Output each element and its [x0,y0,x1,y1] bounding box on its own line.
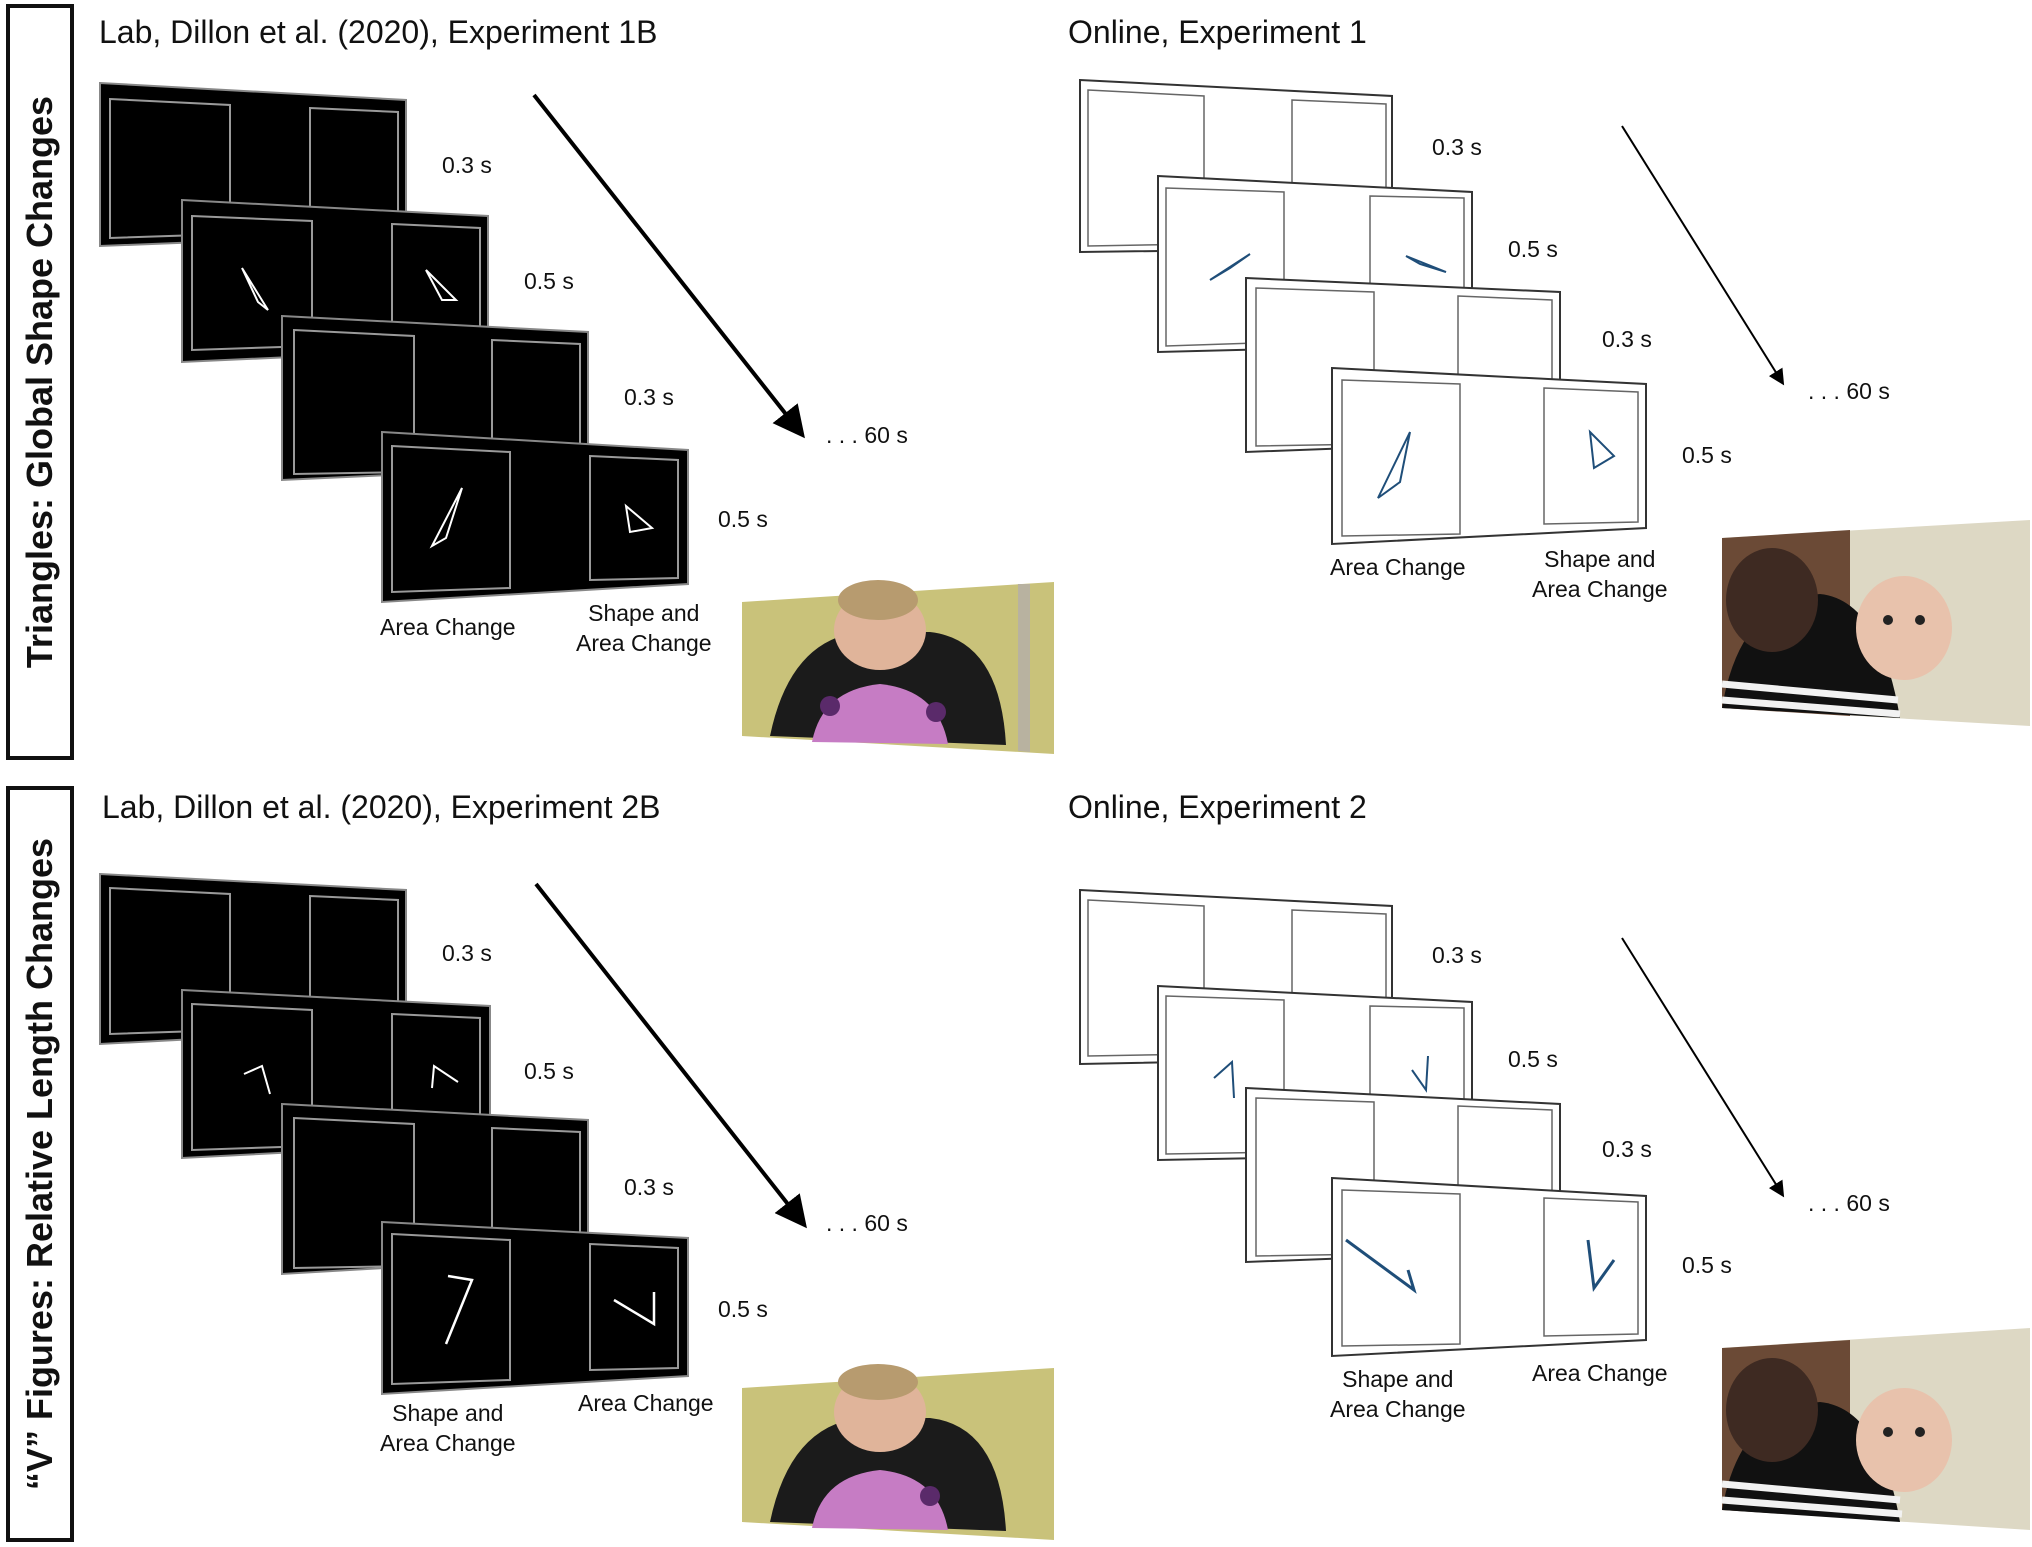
online-v-frames [1079,888,1647,1358]
lab-v-frames [99,872,689,1396]
online-triangles-frames [1079,78,1647,546]
condition-label-area-change: Area Change [1532,1360,1668,1386]
lab-photo-infant-1 [742,580,1054,754]
timing-0-3s: 0.3 s [624,1174,674,1200]
timing-0-5s: 0.5 s [524,268,574,294]
timeline-arrow-lab-2 [534,882,807,1229]
section-box-v-figures: “V” Figures: Relative Length Changes [6,786,74,1542]
lab-frame-triangles-2 [381,430,689,604]
timing-0-5s: 0.5 s [1682,442,1732,468]
lab-triangles-frames [99,81,689,604]
heading-online-experiment-1: Online, Experiment 1 [1068,14,1367,50]
timing-60s: . . . 60 s [1808,378,1890,404]
condition-label-area-change: Area Change [380,614,516,640]
timing-0-5s: 0.5 s [718,1296,768,1322]
timing-0-3s: 0.3 s [624,384,674,410]
timing-0-5s: 0.5 s [1508,236,1558,262]
timing-0-5s: 0.5 s [1508,1046,1558,1072]
heading-lab-experiment-1b: Lab, Dillon et al. (2020), Experiment 1B [99,14,658,50]
timing-60s: . . . 60 s [1808,1190,1890,1216]
lab-v-frame-2 [381,1220,689,1396]
timing-0-3s: 0.3 s [1602,326,1652,352]
online-v-frame-2 [1331,1176,1647,1358]
timing-60s: . . . 60 s [826,1210,908,1236]
timeline-arrow-lab-1 [532,93,805,439]
timing-0-3s: 0.3 s [1432,942,1482,968]
online-photo-infant-1 [1721,520,2030,726]
timing-0-3s: 0.3 s [442,152,492,178]
heading-online-experiment-2: Online, Experiment 2 [1068,789,1367,825]
timing-0-5s: 0.5 s [1682,1252,1732,1278]
online-photo-infant-2 [1721,1328,2030,1530]
section-box-triangles: Triangles: Global Shape Changes [6,4,74,760]
lab-photo-infant-2 [742,1364,1054,1540]
condition-label-area-change: Area Change [1330,554,1466,580]
timing-0-5s: 0.5 s [718,506,768,532]
timing-0-3s: 0.3 s [442,940,492,966]
timing-0-3s: 0.3 s [1602,1136,1652,1162]
heading-lab-experiment-2b: Lab, Dillon et al. (2020), Experiment 2B [102,789,661,825]
timeline-arrow-online-2 [1621,937,1785,1198]
timing-0-3s: 0.3 s [1432,134,1482,160]
online-frame-triangles-2 [1331,366,1647,546]
timing-60s: . . . 60 s [826,422,908,448]
timing-0-5s: 0.5 s [524,1058,574,1084]
condition-label-area-change: Area Change [578,1390,714,1416]
timeline-arrow-online-1 [1621,125,1785,386]
